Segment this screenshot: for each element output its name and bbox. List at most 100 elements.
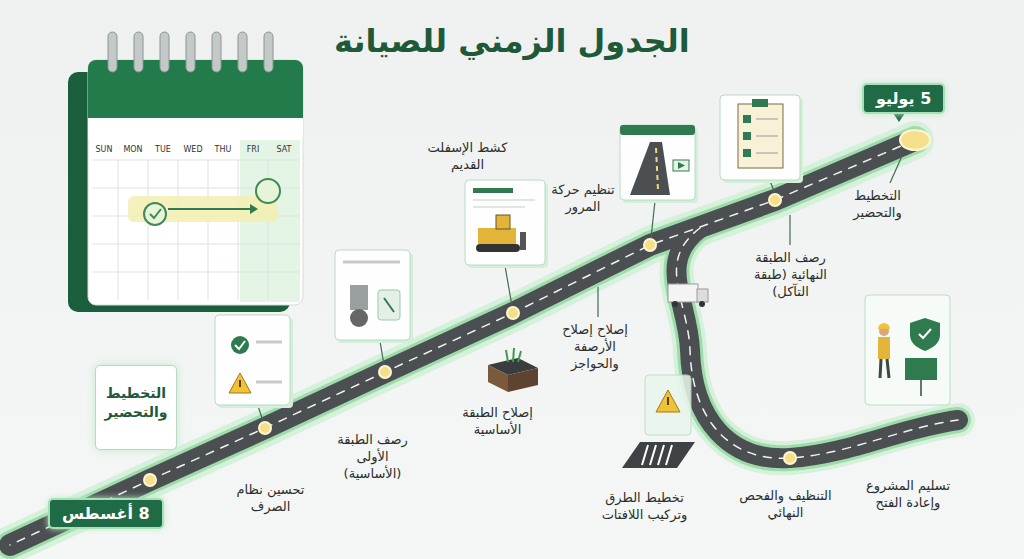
calendar-illustration-part-part (178, 160, 179, 300)
milestone-label: التخطيط والتحضير (835, 188, 920, 222)
sign-card-part (667, 397, 669, 405)
sign-card-part (656, 390, 680, 412)
milling-card-part (473, 188, 513, 193)
road-illustration-part (10, 140, 915, 545)
milestone-dots-part (784, 452, 796, 464)
handover-card-part (880, 359, 881, 378)
checklist-card-part (756, 119, 778, 120)
traffic-card-part (620, 125, 695, 135)
milestone-label: رصف الطبقة النهائية (طبقة التآكل) (748, 250, 833, 301)
traffic-card-part (673, 160, 689, 171)
milestone-label: إصلاح الطبقة الأساسية (460, 405, 535, 439)
milestone-label: رصف الطبقة الأولى (الأساسية) (330, 432, 415, 483)
checklist-card-part (752, 99, 768, 107)
milling-card-part (520, 232, 526, 250)
leader-lines-part (651, 201, 655, 238)
handover-card-part (878, 337, 890, 359)
calendar-illustration-part (108, 32, 273, 72)
milestone-label: تحسين نظام الصرف (228, 482, 313, 516)
drainage-card-part (239, 380, 241, 387)
calendar-illustration-part-part (238, 160, 239, 300)
calendar-illustration-part-part (118, 160, 119, 300)
milestone-dots-part (144, 474, 156, 486)
calendar-illustration-part (92, 160, 300, 300)
node-text: 8 أغسطس (62, 504, 150, 523)
truck-icon-part (672, 301, 678, 307)
node-text: 5 يوليو (876, 89, 931, 108)
road-illustration-part (10, 140, 915, 545)
drainage-card-part (256, 381, 282, 384)
weekday-label: SAT (270, 145, 298, 154)
traffic-card-part (678, 162, 685, 169)
weekday-label: THU (209, 145, 237, 154)
checklist-card-part (743, 149, 751, 157)
truck-icon-part (668, 284, 698, 302)
node-text: تسليم المشروع وإعادة الفتح (858, 478, 958, 512)
paving-card-part (350, 285, 368, 310)
checklist-card-part (756, 136, 778, 137)
handover-card-part (910, 318, 940, 351)
drainage-card-part (231, 336, 249, 354)
handover-card-part (865, 295, 950, 405)
calendar-illustration-part (88, 118, 303, 138)
traffic-card (620, 125, 698, 203)
date-badge: 5 يوليو (862, 83, 945, 114)
calendar-illustration-part (250, 204, 258, 214)
asphalt-layer-icon-part (488, 365, 508, 392)
road-illustration-part (10, 140, 915, 545)
paving-card-part (350, 309, 368, 327)
drainage-card-part (229, 373, 251, 393)
leader-lines-part (597, 287, 598, 317)
leader-lines-part (258, 406, 263, 421)
leader-lines (258, 156, 902, 421)
milestone-label: التنظيف والفحص النهائي (738, 488, 833, 522)
asphalt-layer-icon-part (506, 350, 508, 362)
calendar-illustration-part (88, 60, 303, 305)
calendar-illustration-part-part (264, 32, 273, 72)
milestone-label: تخطيط الطرق وتركيب اللافتات (592, 490, 697, 524)
drainage-card-part (235, 341, 245, 349)
milling-card-part (473, 200, 535, 201)
calendar-illustration-part-part (92, 272, 300, 273)
road-illustration (10, 140, 958, 545)
sign-card-part-part (650, 445, 656, 465)
sign-card-part-part (658, 445, 664, 465)
checklist-card-part (743, 132, 751, 140)
paving-card-part (343, 261, 400, 264)
truck-icon-part (697, 289, 708, 302)
calendar-illustration-part (168, 208, 250, 210)
calendar-illustration-part-part (238, 32, 247, 72)
milling-card-part (496, 215, 510, 229)
milestone-dots-part (507, 307, 519, 319)
paving-card-part (378, 290, 400, 320)
handover-card-part (905, 358, 937, 380)
node-text: إصلاح الطبقة الأساسية (460, 405, 535, 439)
road-illustration-part (10, 140, 915, 545)
checklist-card-part (738, 104, 783, 168)
node-text: رصف الطبقة الأولى (الأساسية) (330, 432, 415, 483)
leader-lines-part (380, 341, 384, 365)
asphalt-layer-icon-part (518, 351, 521, 362)
checklist-card (720, 95, 803, 183)
milestone-dots (144, 130, 930, 486)
calendar-illustration-part-part (160, 32, 169, 72)
node-text: التخطيط والتحضير (102, 384, 170, 422)
leader-lines-part (890, 156, 902, 183)
milestone-label: إصلاح إصلاح الأرصفة والحواجز (555, 322, 635, 373)
milestone-label: تسليم المشروع وإعادة الفتح (858, 478, 958, 512)
milling-card-part (478, 228, 516, 244)
milestone-card: التخطيط والتحضير (95, 365, 177, 450)
calendar-illustration-part-part (108, 32, 117, 72)
calendar-illustration-part-part (186, 32, 195, 72)
leader-lines-part (789, 215, 790, 245)
node-text: التنظيف والفحص النهائي (738, 488, 833, 522)
calendar-illustration-part-part (208, 160, 209, 300)
node-text: تنظيم حركة المرور (548, 182, 618, 216)
milestone-dots-part (379, 366, 391, 378)
milestone-dots-part (769, 194, 781, 206)
diagram-title: الجدول الزمني للصيانة (334, 22, 690, 60)
calendar-illustration-part-part (148, 160, 149, 300)
milestone-label: كشط الإسفلت القديم (420, 140, 515, 174)
sign-card-part (622, 442, 695, 468)
